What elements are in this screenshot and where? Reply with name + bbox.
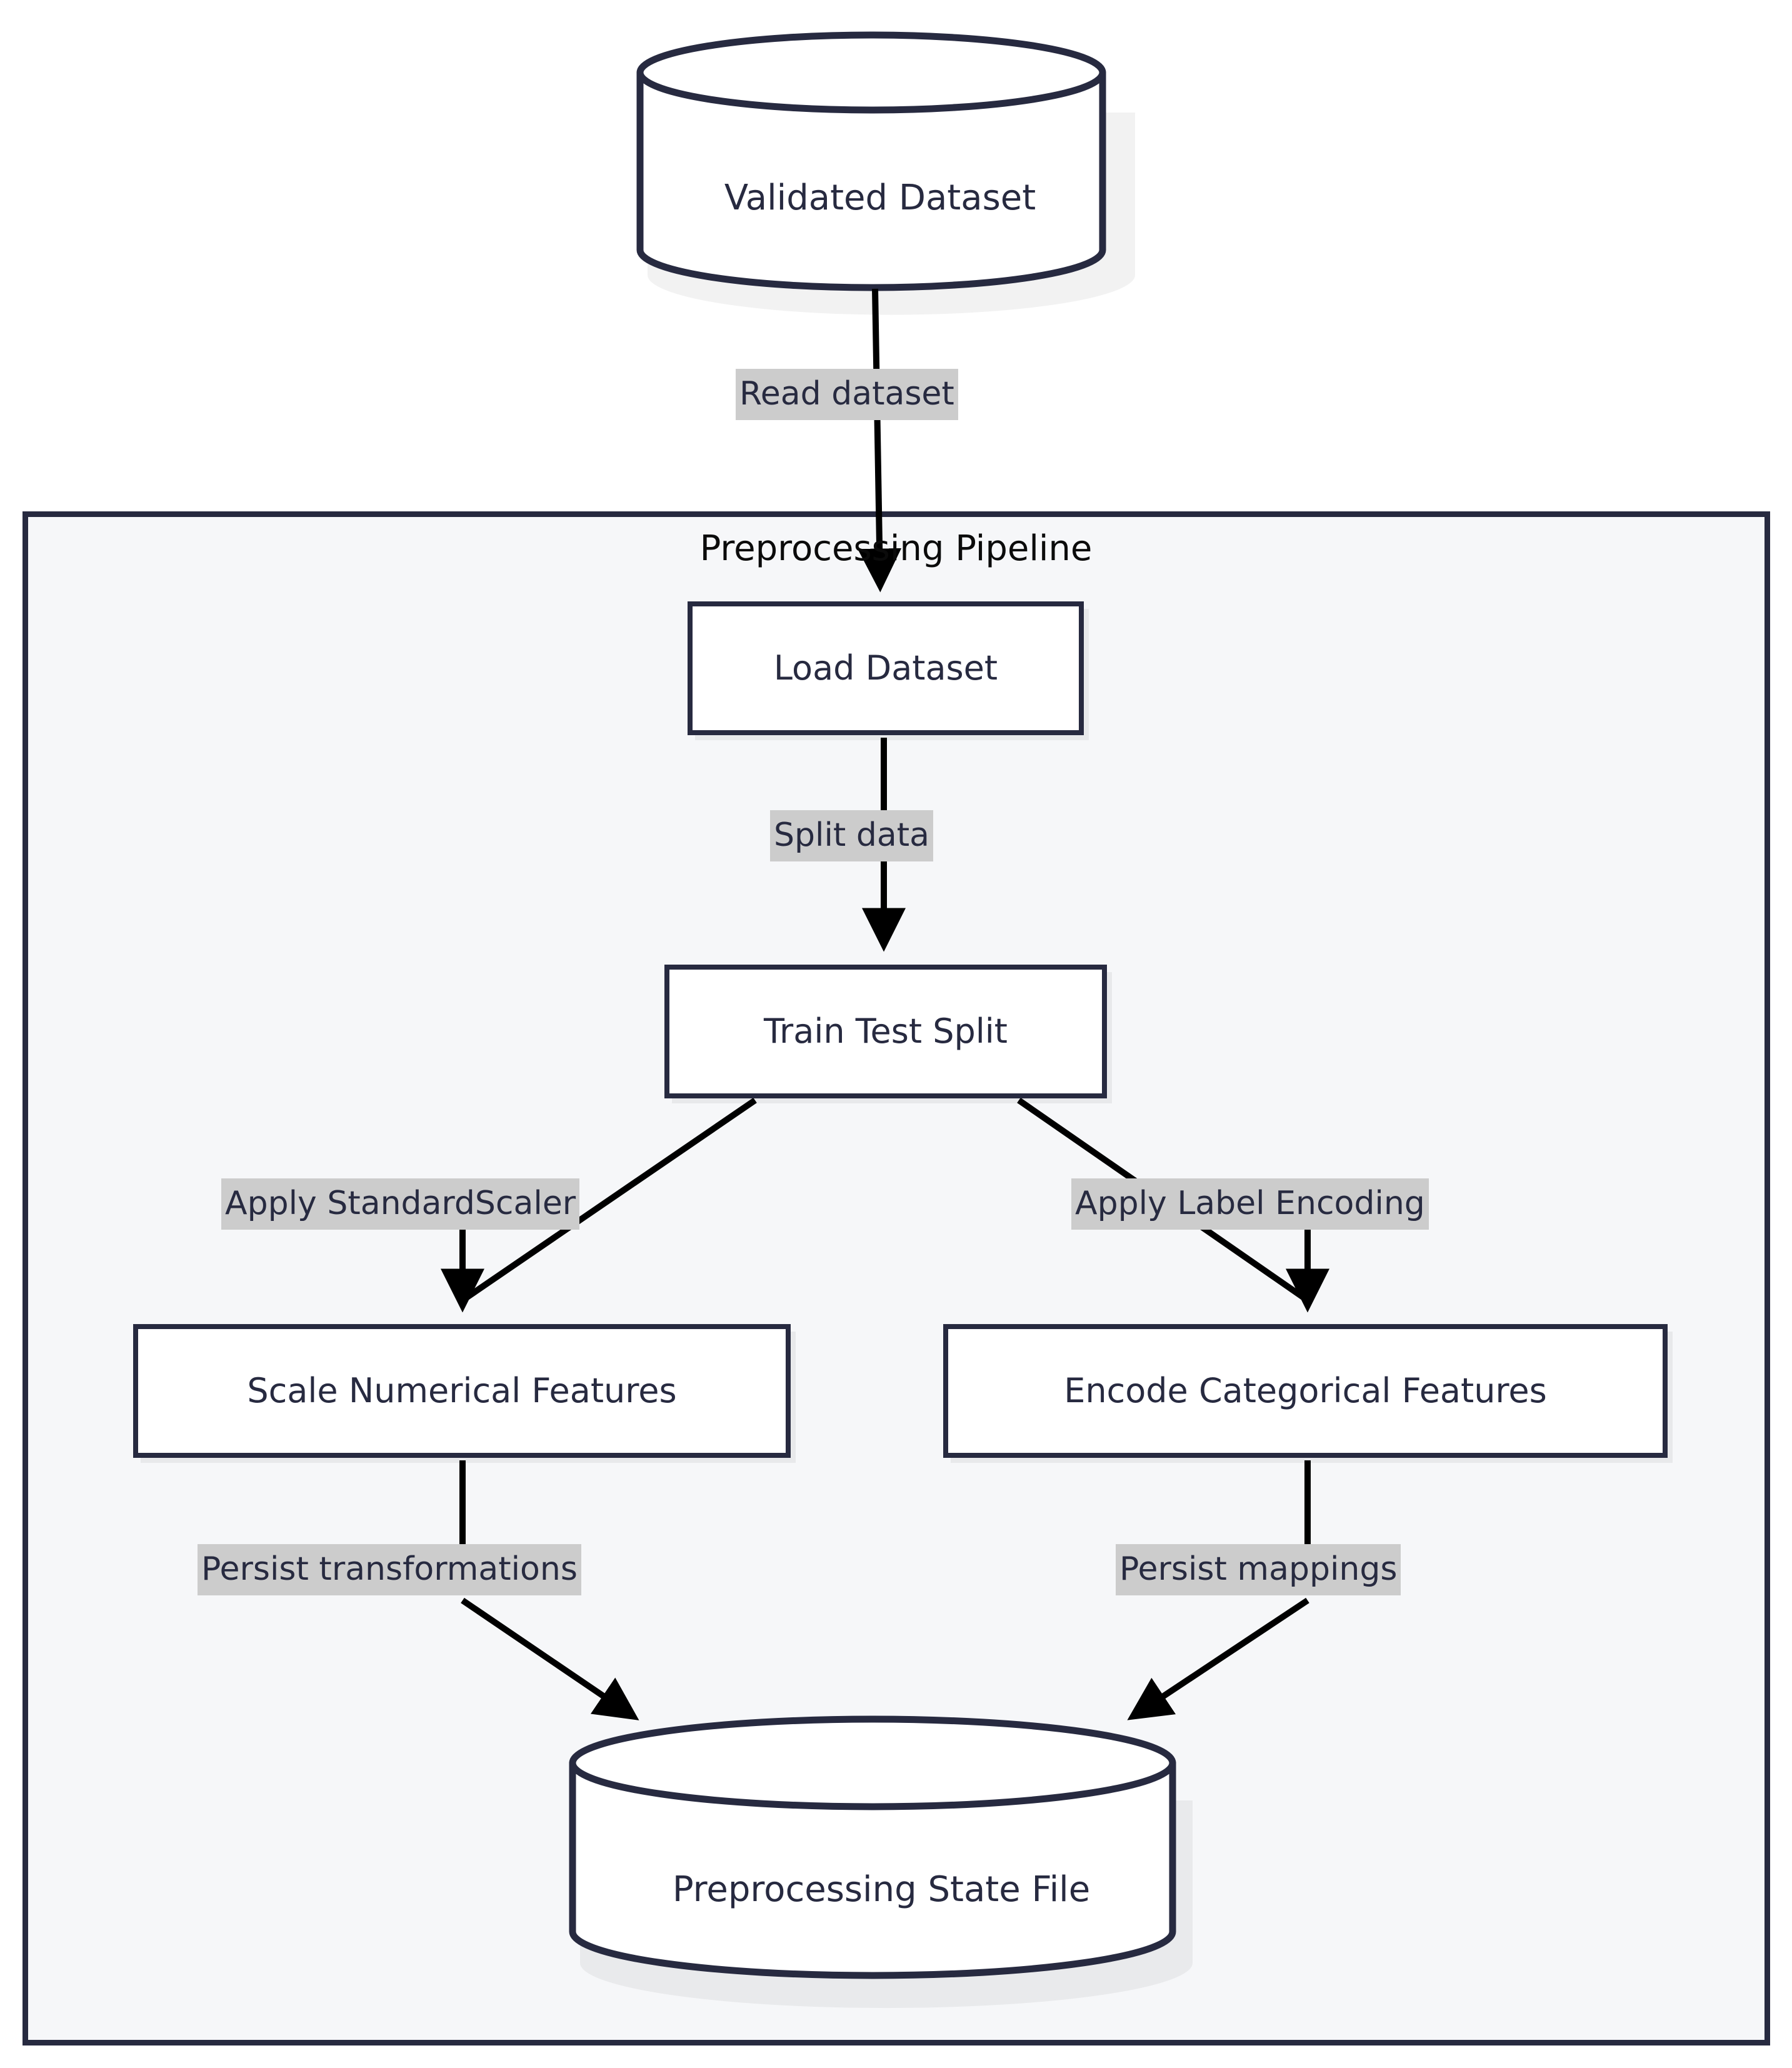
- node-train-test-split[interactable]: Train Test Split: [664, 965, 1107, 1098]
- node-encode-categorical-features-label: Encode Categorical Features: [1064, 1371, 1547, 1410]
- cylinder-preprocessing-state-file-shape: [569, 1715, 1176, 1979]
- node-validated-dataset[interactable]: Validated Dataset: [636, 34, 1124, 284]
- edge-label-apply-label-encoding: Apply Label Encoding: [1071, 1178, 1429, 1230]
- edge-persist-mappings: [1127, 1597, 1309, 1720]
- edge-read-dataset: [858, 288, 902, 593]
- edge-label-persist-transformations: Persist transformations: [198, 1544, 581, 1595]
- node-scale-numerical-features[interactable]: Scale Numerical Features: [133, 1324, 791, 1458]
- node-load-dataset[interactable]: Load Dataset: [688, 601, 1084, 735]
- edge-apply-standardscaler-line: [461, 1097, 757, 1303]
- edge-label-persist-mappings: Persist mappings: [1116, 1544, 1401, 1595]
- node-encode-categorical-features[interactable]: Encode Categorical Features: [943, 1324, 1668, 1458]
- edge-persist-transformations: [461, 1597, 639, 1720]
- edge-label-read-dataset: Read dataset: [736, 369, 958, 420]
- node-scale-numerical-features-label: Scale Numerical Features: [247, 1371, 677, 1410]
- node-preprocessing-state-file[interactable]: Preprocessing State File: [569, 1716, 1194, 1985]
- edge-label-apply-standardscaler: Apply StandardScaler: [221, 1178, 580, 1230]
- node-train-test-split-label: Train Test Split: [764, 1011, 1008, 1051]
- node-load-dataset-label: Load Dataset: [773, 648, 998, 688]
- node-validated-dataset-label: Validated Dataset: [724, 178, 1036, 218]
- edge-label-split-data: Split data: [770, 810, 933, 861]
- node-preprocessing-state-file-label: Preprocessing State File: [672, 1869, 1091, 1910]
- cylinder-validated-dataset-shape: [636, 31, 1106, 291]
